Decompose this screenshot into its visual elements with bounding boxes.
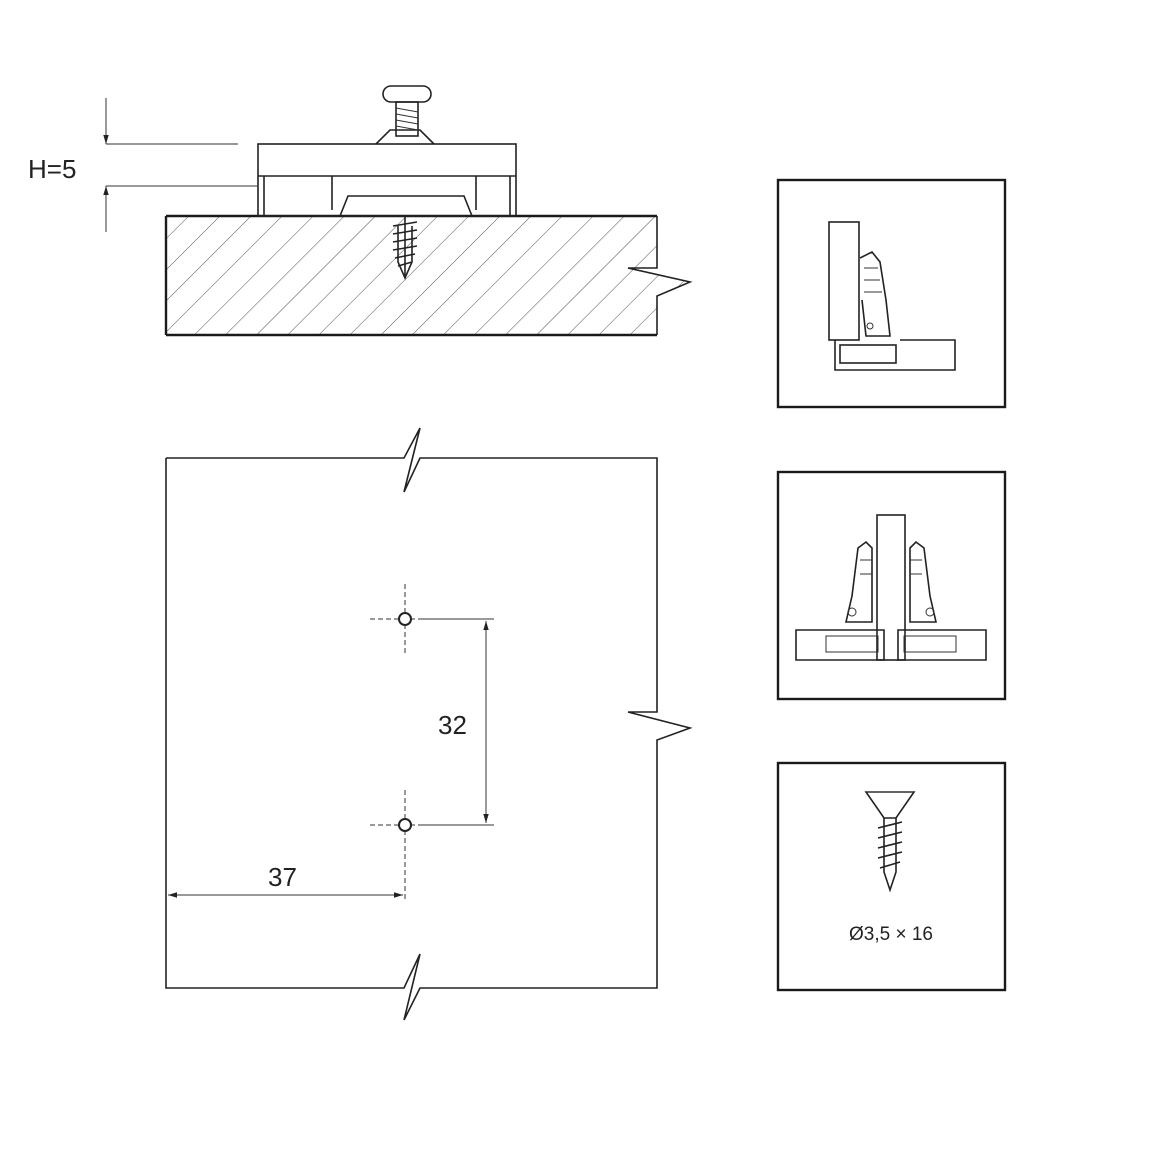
mounting-plate	[257, 129, 517, 217]
wood-screw-section	[392, 216, 418, 280]
panel-outline	[165, 427, 693, 1021]
drill-hole-top	[398, 612, 412, 626]
height-dimension: H=5	[28, 98, 258, 232]
drilling-plan: 32 37	[165, 427, 693, 1021]
hole-centerlines	[370, 584, 440, 900]
screw-spec-label: Ø3,5 × 16	[849, 924, 933, 945]
icon-panel-overlay-hinge	[776, 178, 1007, 409]
drill-hole-bottom	[398, 818, 412, 832]
hole-spacing-label: 32	[438, 710, 467, 740]
edge-offset-label: 37	[268, 862, 297, 892]
edge-offset-dimension: 37	[168, 862, 403, 898]
section-view: H=5	[28, 85, 693, 337]
double-hinge-icon	[795, 514, 987, 661]
icon-panel-screw: Ø3,5 × 16	[776, 761, 1007, 992]
plate-height-label: H=5	[28, 154, 76, 184]
adjustment-screw	[382, 85, 432, 137]
spacing-dimension: 32	[420, 618, 494, 826]
icon-panel-double-hinge	[776, 470, 1007, 701]
screw-icon	[864, 791, 916, 893]
overlay-hinge-icon	[828, 221, 956, 371]
cabinet-board	[164, 214, 693, 337]
